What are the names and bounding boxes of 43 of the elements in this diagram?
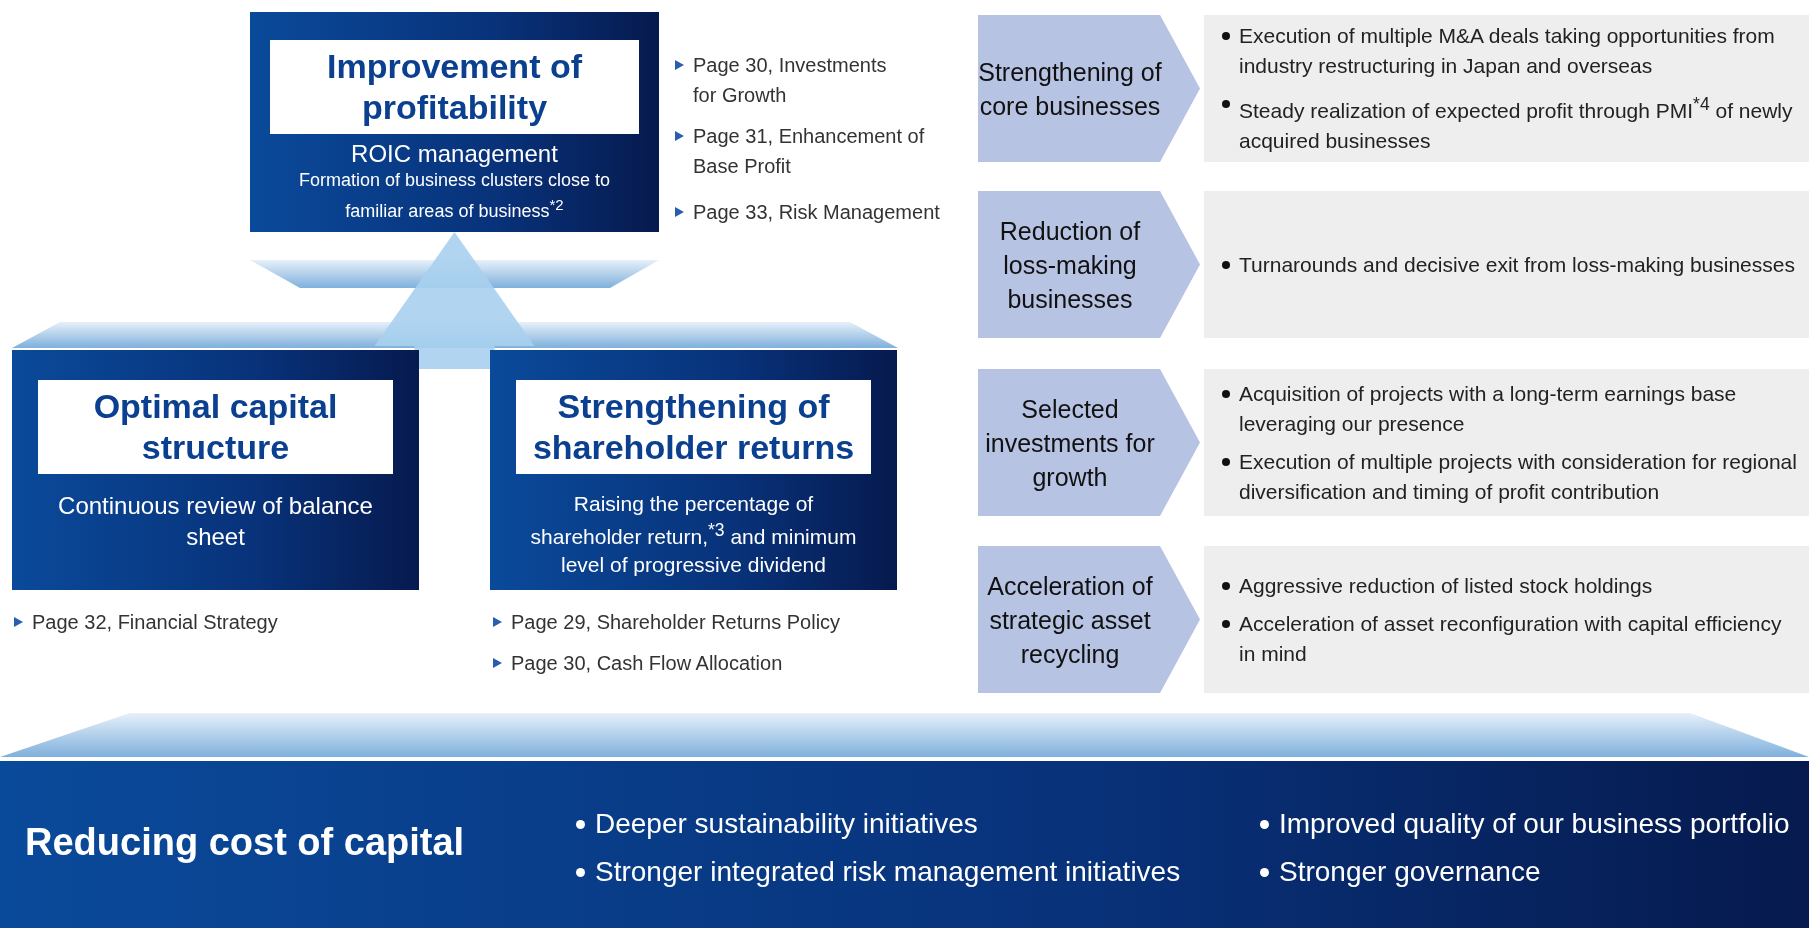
chevron-label: Reduction of loss-making businesses (998, 215, 1142, 315)
chevron-shape (978, 191, 1200, 338)
box-text: Continuous review of balance sheet (57, 491, 374, 553)
chevron-shape (978, 546, 1200, 693)
bullet-text: Acceleration of asset reconfiguration with capital efficiency in mind (1239, 610, 1783, 667)
box-heading: Optimal capital structure (38, 380, 393, 474)
strategy-box (250, 12, 659, 232)
page-reference: Page 32, Financial Strategy (32, 610, 278, 635)
bullet-panel (1204, 191, 1809, 338)
band-heading: Reducing cost of capital (25, 821, 465, 864)
bullet-text: Aggressive reduction of listed stock holdings (1239, 572, 1653, 599)
bullet-text: Stronger integrated risk management initiatives (595, 855, 1181, 889)
chevron-shape (978, 15, 1200, 162)
bullet-text: Execution of multiple projects with consideration for regional diversification and timing of profit contribution (1239, 448, 1798, 505)
box-heading: Improvement of profitability (270, 40, 639, 134)
box-text: Formation of business clusters close to familiar areas of business$^{*2}$ (297, 169, 612, 223)
chevron-label: Selected investments for growth (984, 393, 1156, 493)
box-text: ROIC management (350, 139, 559, 169)
page-reference: Page 30, Cash Flow Allocation (511, 651, 783, 676)
bullet-text: Stronger governance (1279, 855, 1541, 889)
bullet-panel (1204, 546, 1809, 693)
bullet-panel (1204, 369, 1809, 516)
up-arrow (374, 232, 535, 369)
bullet-text: Improved quality of our business portfolio (1279, 807, 1790, 841)
base-band (0, 761, 1809, 928)
page-reference: Page 30, Investments for Growth (693, 53, 888, 108)
bullet-text: Acquisition of projects with a long-term earnings base leveraging our presence (1239, 380, 1738, 437)
box-heading: Strengthening of shareholder returns (516, 380, 871, 474)
page-reference: Page 31, Enhancement of Base Profit (693, 124, 926, 179)
page-reference: Page 33, Risk Management (693, 200, 940, 225)
strategy-box (490, 350, 897, 590)
chevron-label: Acceleration of strategic asset recycling (986, 570, 1154, 670)
pedestal-band (0, 713, 1809, 757)
strategy-box (12, 350, 419, 590)
chevron-shape (978, 369, 1200, 516)
chevron-label: Strengthening of core businesses (978, 56, 1162, 122)
page-reference: Page 29, Shareholder Returns Policy (511, 610, 841, 635)
bullet-text: Steady realization of expected profit through PMI$^{*4}$ of newly acquired businesses (1239, 93, 1794, 154)
box-text: Raising the percentage of shareholder return,$^{*3}$ and minimum level of progressive dividend (529, 491, 858, 578)
bullet-text: Execution of multiple M&A deals taking opportunities from industry restructuring in Japan and overseas (1239, 23, 1776, 79)
bullet-panel (1204, 15, 1809, 162)
bullet-text: Turnarounds and decisive exit from loss-making businesses (1239, 251, 1795, 278)
bullet-text: Deeper sustainability initiatives (595, 807, 978, 841)
